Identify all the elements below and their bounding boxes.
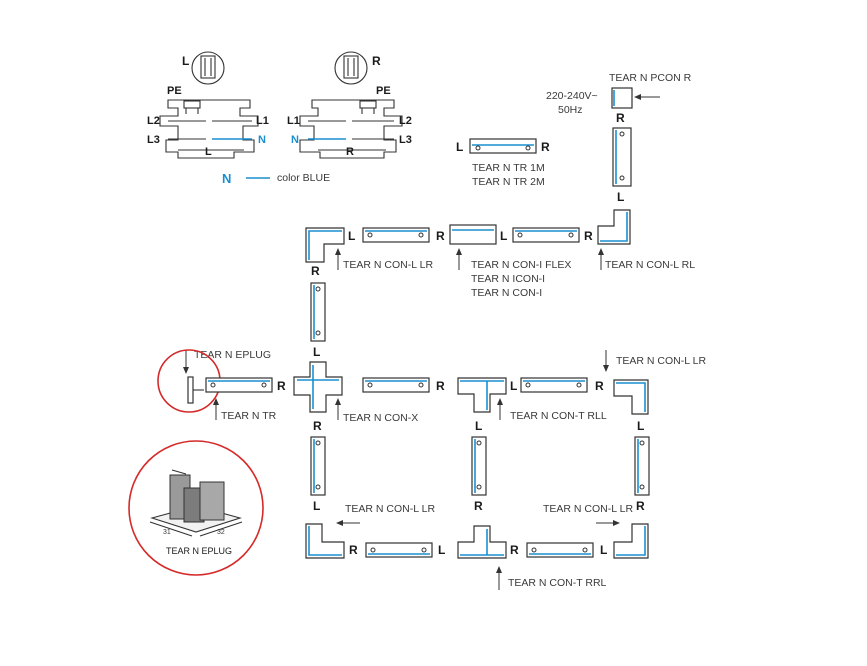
track-sample: L R TEAR N TR 1M TEAR N TR 2M [456, 138, 550, 188]
con-t-rll-bottom-l: L [475, 419, 482, 433]
pcon-r: R [616, 111, 625, 125]
label-con-t-rrl: TEAR N CON-T RRL [508, 577, 607, 589]
wiring-diagram-right: R PE L1 L2 N L3 R [287, 51, 412, 159]
label-con-l-lr-bottom-left: TEAR N CON-L LR [345, 503, 435, 515]
track-mr-r: R [595, 379, 604, 393]
track-sample-body [469, 138, 537, 154]
label-tr-1m: TEAR N TR 1M [472, 162, 545, 174]
connector-l-rl: R TEAR N CON-L RL [584, 209, 695, 271]
legend-color-text: color BLUE [277, 172, 330, 184]
label-eplug: TEAR N EPLUG [194, 349, 271, 361]
connector-t-rll: L L TEAR N CON-T RLL [457, 377, 607, 433]
pcon-body [611, 87, 633, 109]
label-con-i-flex: TEAR N CON-I FLEX [471, 259, 571, 271]
wiring-right-n-label: N [291, 134, 299, 146]
wiring-right-l1-label: L1 [287, 115, 300, 127]
end-view-plug-left [200, 55, 216, 79]
wiring-right-bottom-label: R [346, 146, 354, 158]
wiring-right-l2-label: L2 [399, 115, 412, 127]
track-vertical-left-bottom: L [310, 436, 326, 513]
label-pcon: TEAR N PCON R [609, 72, 692, 84]
label-tr: TEAR N TR [221, 410, 277, 422]
track-ml-r: R [277, 379, 286, 393]
connector-t-rrl: R TEAR N CON-T RRL [457, 525, 607, 590]
wiring-left-n-label: N [258, 134, 266, 146]
wiring-left-l3-label: L3 [147, 134, 160, 146]
track-vt-r-l: L [617, 190, 624, 204]
label-con-i: TEAR N CON-I [471, 287, 542, 299]
supply-voltage: 220-240V~ [546, 90, 598, 102]
wiring-left-pe-label: PE [167, 85, 182, 97]
end-view-plug-right [343, 55, 359, 79]
track-vertical-top-right: L [612, 127, 632, 204]
con-l-lr-right-l: L [637, 419, 644, 433]
track-sample-l: L [456, 140, 463, 154]
connector-x: TEAR N CON-X R [293, 361, 418, 433]
track-vrb-r: R [636, 499, 645, 513]
connector-l-lr-bottom-right: TEAR N CON-L LR [543, 503, 649, 559]
connector-l-lr-right: TEAR N CON-L LR L [603, 350, 706, 433]
eplug-detail: 31 32 TEAR N EPLUG [128, 440, 264, 576]
profile-outline-left [159, 99, 259, 159]
wiring-right-side-label: R [372, 54, 381, 68]
con-t-rrl-r: R [510, 543, 519, 557]
label-icon-i: TEAR N ICON-I [471, 273, 545, 285]
track-vcb-r: R [474, 499, 483, 513]
wiring-right-pe-label: PE [376, 85, 391, 97]
connector-l-lr-bottom-left: R TEAR N CON-L LR [305, 503, 435, 559]
wiring-left-side-label: L [182, 54, 189, 68]
track-vertical-left-top: L [310, 282, 326, 359]
track-middle-left: R TEAR N TR [205, 377, 286, 422]
track-top-2-l: L [500, 229, 507, 243]
con-l-rl-r: R [584, 229, 593, 243]
label-tr-2m: TEAR N TR 2M [472, 176, 545, 188]
wiring-left-l1-label: L1 [256, 115, 269, 127]
end-view-circle-right [334, 51, 368, 85]
wiring-diagram-left: L PE L2 L1 L3 N L [147, 51, 269, 159]
track-vertical-right-bottom: R [634, 436, 650, 513]
track-top-1-r: R [436, 229, 445, 243]
connector-i: TEAR N CON-I FLEX TEAR N ICON-I TEAR N C… [449, 224, 571, 299]
con-l-lr-bl-r: R [349, 543, 358, 557]
label-con-x: TEAR N CON-X [343, 412, 418, 424]
con-x-r: R [313, 419, 322, 433]
end-view-circle-left [191, 51, 225, 85]
label-con-l-lr-right: TEAR N CON-L LR [616, 355, 706, 367]
connector-l-lr-top: L R TEAR N CON-L LR [305, 227, 433, 278]
track-middle-center: R [362, 377, 445, 393]
track-vlb-l: L [313, 499, 320, 513]
track-middle-right: R [520, 377, 604, 393]
track-vertical-center-bottom: R [471, 436, 487, 513]
con-l-lr-top-r: R [311, 264, 320, 278]
label-con-t-rll: TEAR N CON-T RLL [510, 410, 607, 422]
con-l-lr-top-l: L [348, 229, 355, 243]
label-con-l-rl: TEAR N CON-L RL [605, 259, 695, 271]
label-eplug-detail: TEAR N EPLUG [166, 546, 232, 556]
con-t-rll-l: L [510, 379, 517, 393]
track-bottom-1: L [365, 542, 445, 558]
track-b1-l: L [438, 543, 445, 557]
wiring-left-l2-label: L2 [147, 115, 160, 127]
eplug-detail-circle [128, 440, 264, 576]
track-vlt-l: L [313, 345, 320, 359]
label-con-l-lr-top: TEAR N CON-L LR [343, 259, 433, 271]
track-b2-l: L [600, 543, 607, 557]
profile-outline-right [299, 99, 403, 159]
label-con-l-lr-bottom-right: TEAR N CON-L LR [543, 503, 633, 515]
wiring-right-l3-label: L3 [399, 134, 412, 146]
eplug-dim-a: 31 [163, 529, 171, 536]
track-top-1: R [362, 227, 445, 243]
track-top-2: L [500, 227, 580, 243]
color-legend: N color BLUE [222, 171, 330, 186]
track-mc-r: R [436, 379, 445, 393]
wiring-left-bottom-label: L [205, 146, 212, 158]
track-bottom-2: L [526, 542, 607, 558]
eplug-dim-b: 32 [217, 529, 225, 536]
track-sample-r: R [541, 140, 550, 154]
legend-n-letter: N [222, 171, 231, 186]
power-connector: 220-240V~ 50Hz TEAR N PCON R R [546, 72, 692, 125]
supply-frequency: 50Hz [558, 104, 583, 116]
